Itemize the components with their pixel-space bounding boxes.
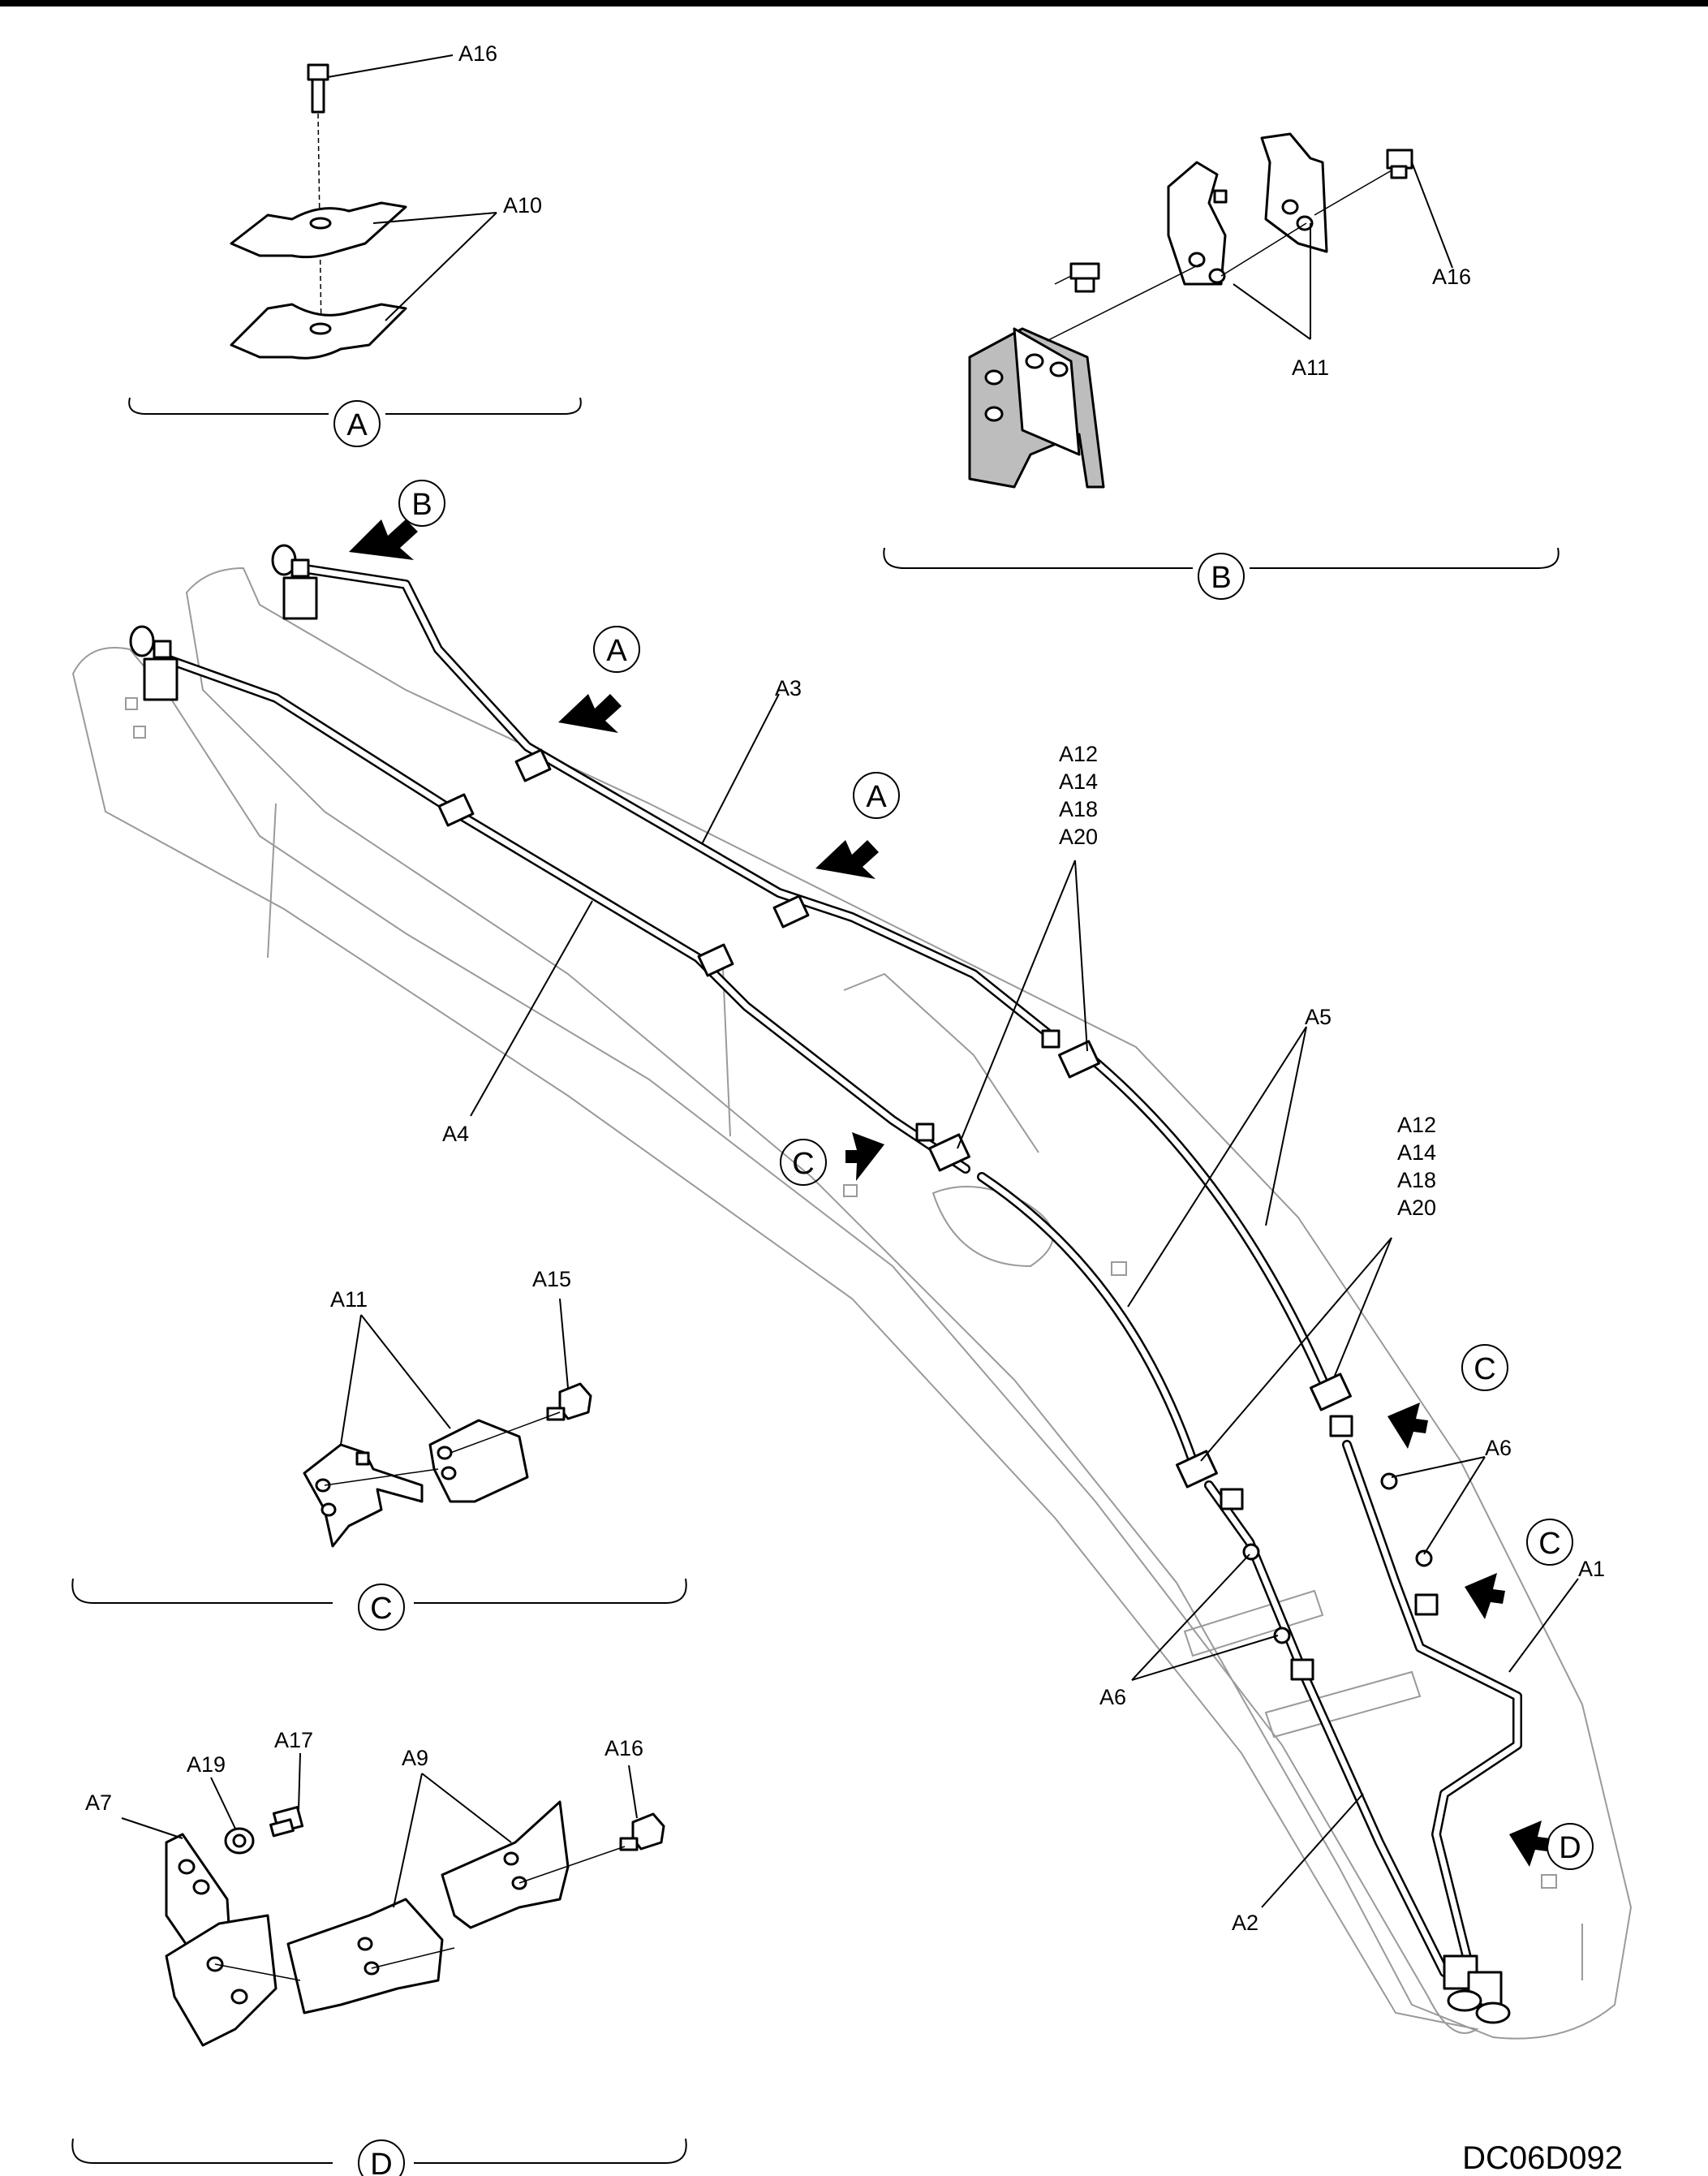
pipe-a1: [1342, 1440, 1522, 1969]
fittings-right: [1443, 1954, 1511, 2024]
view-circle-a: A: [346, 408, 368, 442]
view-circle-d: D: [370, 2148, 392, 2176]
stack-lower-item: A18: [1397, 1168, 1436, 1192]
pipe-a4: [157, 653, 970, 1174]
bolt-a16-detail-b: [1386, 149, 1413, 179]
detail-b: A16 A11 B: [883, 132, 1560, 600]
callout-a6-right: A6: [1485, 1436, 1512, 1460]
plate-a7: [165, 1833, 277, 2047]
marker-a-1-letter: A: [606, 634, 627, 668]
clamps-main: [437, 748, 1439, 1681]
leaders-main: [470, 693, 1579, 1908]
bolt-a15: [546, 1382, 592, 1421]
top-border: [0, 0, 1708, 6]
callout-a1: A1: [1578, 1557, 1605, 1581]
fittings-left: [129, 544, 318, 701]
detail-d: A7 A19 A17 A9 A16 D: [71, 1728, 687, 2176]
hose-a5-lower: [977, 1172, 1198, 1466]
base-block: [968, 327, 1105, 489]
bolt-a16-detail-a: [307, 63, 329, 334]
bracket-a9-right: [441, 1800, 570, 1929]
callout-a10: A10: [503, 193, 542, 218]
stack-upper-item: A18: [1059, 797, 1098, 821]
clamp-upper: [230, 201, 407, 259]
view-circle-b: B: [1211, 561, 1231, 595]
stack-upper-item: A14: [1059, 769, 1098, 794]
callout-a16-detail-a: A16: [458, 41, 497, 66]
marker-d-letter: D: [1559, 1831, 1581, 1865]
washer-a19: [224, 1827, 255, 1855]
marker-a-2-letter: A: [866, 780, 887, 814]
marker-a-2: A: [815, 772, 900, 879]
callout-stack-upper: A12 A14 A18 A20: [1059, 742, 1098, 849]
stack-upper-item: A12: [1059, 742, 1098, 766]
marker-b: B: [349, 480, 445, 560]
marker-c-1: C: [780, 1132, 884, 1186]
callout-a15: A15: [532, 1267, 571, 1291]
view-circle-c: C: [370, 1592, 392, 1626]
marker-c-1-letter: C: [792, 1147, 814, 1181]
stack-lower-item: A12: [1397, 1113, 1436, 1137]
stack-lower-item: A20: [1397, 1196, 1436, 1220]
hose-a5-upper: [1082, 1050, 1327, 1385]
bracket-a11-c-right: [428, 1419, 529, 1503]
callout-stack-lower: A12 A14 A18 A20: [1397, 1113, 1436, 1220]
bracket-a11-right: [1260, 132, 1328, 253]
stack-lower-item: A14: [1397, 1140, 1436, 1165]
callout-a16-detail-b: A16: [1432, 265, 1471, 289]
bracket-a9-left: [286, 1898, 444, 2014]
stack-upper-item: A20: [1059, 825, 1098, 849]
marker-c-3: C: [1465, 1519, 1573, 1619]
callout-a2: A2: [1232, 1911, 1258, 1935]
callout-a4: A4: [442, 1122, 469, 1146]
marker-d: D: [1509, 1821, 1594, 1870]
pipe-a2: [1204, 1480, 1449, 1977]
bracket-a11-left: [1167, 161, 1228, 286]
clamp-lower: [230, 303, 407, 360]
callout-a6-left: A6: [1099, 1685, 1126, 1709]
callout-a17: A17: [274, 1728, 313, 1752]
marker-c-2: C: [1387, 1344, 1508, 1449]
boom-outline: [71, 567, 1633, 2040]
callout-a3: A3: [775, 676, 802, 700]
marker-c-2-letter: C: [1474, 1352, 1495, 1386]
bolt-a16-detail-d: [619, 1812, 665, 1851]
marker-a-1: A: [558, 626, 640, 733]
detail-c: A11 A15 C: [71, 1267, 687, 1631]
marker-b-letter: B: [411, 488, 432, 522]
pipe-a3: [295, 563, 1060, 1044]
bolt-a17: [269, 1806, 304, 1838]
callout-a5: A5: [1305, 1005, 1332, 1029]
callout-a16-detail-d: A16: [604, 1736, 643, 1760]
callout-a19: A19: [187, 1752, 226, 1777]
marker-c-3-letter: C: [1538, 1527, 1560, 1561]
callout-a11-detail-c: A11: [330, 1287, 368, 1312]
bolt-left-detail-b: [1054, 262, 1100, 293]
detail-a: A16 A10 A: [128, 41, 582, 447]
bracket-a11-c-left: [303, 1443, 424, 1548]
callout-a9: A9: [402, 1746, 428, 1770]
callout-a11-detail-b: A11: [1292, 355, 1329, 380]
callout-a7: A7: [85, 1790, 112, 1815]
drawing-code: DC06D092: [1462, 2140, 1623, 2176]
